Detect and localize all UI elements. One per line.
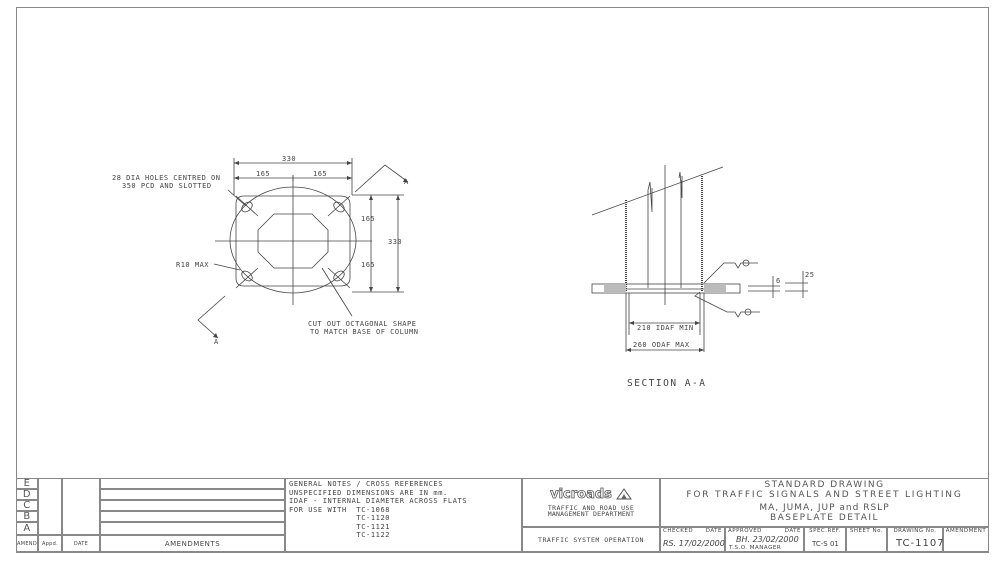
checked-value: RS. 17/02/2000 <box>663 539 725 548</box>
header-amend: AMEND <box>16 535 38 553</box>
svg-text:A: A <box>214 338 219 346</box>
title-line-4: BASEPLATE DETAIL <box>769 513 880 523</box>
drawing-no-field: DRAWING No. <box>887 527 943 553</box>
approved-value: BH. 23/02/2000 <box>736 535 799 544</box>
svg-text:25: 25 <box>805 271 814 279</box>
svg-text:165: 165 <box>256 170 270 178</box>
title-line-3: MA, JUMA, JUP and RSLP <box>759 503 890 513</box>
svg-text:330: 330 <box>388 238 402 246</box>
svg-text:CUT OUT OCTAGONAL SHAPE: CUT OUT OCTAGONAL SHAPE <box>308 320 416 328</box>
division-label: TRAFFIC SYSTEM OPERATION <box>522 527 660 553</box>
org-box: vicroads TRAFFIC AND ROAD USE MANAGEMENT… <box>522 478 660 527</box>
svg-text:330: 330 <box>282 155 296 163</box>
general-notes-box <box>285 478 522 553</box>
amend-row-c: C <box>16 500 38 511</box>
svg-text:TO MATCH BASE OF COLUMN: TO MATCH BASE OF COLUMN <box>310 328 418 336</box>
svg-text:260 ODAF MAX: 260 ODAF MAX <box>633 341 690 349</box>
appd-column <box>38 478 62 535</box>
svg-text:165: 165 <box>361 215 375 223</box>
approved-role: T.S.O. MANAGER <box>729 545 782 551</box>
svg-text:165: 165 <box>313 170 327 178</box>
svg-text:R10 MAX: R10 MAX <box>176 261 209 269</box>
general-notes: GENERAL NOTES / CROSS REFERENCES UNSPECI… <box>289 480 468 539</box>
header-appd: Appd. <box>38 535 62 553</box>
svg-text:28 DIA HOLES CENTRED ON: 28 DIA HOLES CENTRED ON <box>112 174 220 182</box>
octagon-cutout <box>257 213 329 269</box>
spec-ref-value: TC-S 01 <box>812 540 839 548</box>
date-column <box>62 478 100 535</box>
weld-hatch-left <box>604 284 626 293</box>
amendment-field: AMENDMENT <box>943 527 989 553</box>
weld-hatch-right <box>704 284 726 293</box>
header-amendments: AMENDMENTS <box>100 535 285 553</box>
amend-row-d: D <box>16 489 38 500</box>
spec-ref-field: SPEC.REF. <box>804 527 846 553</box>
svg-text:A: A <box>404 178 409 186</box>
svg-text:SECTION A-A: SECTION A-A <box>627 378 706 389</box>
drawing-no-value: TC-1107 <box>896 538 945 549</box>
svg-text:165: 165 <box>361 261 375 269</box>
drawing-title-box: STANDARD DRAWING FOR TRAFFIC SIGNALS AND… <box>660 478 989 527</box>
svg-text:6: 6 <box>776 277 781 285</box>
amend-row-a: A <box>16 522 38 535</box>
amend-row-e: E <box>16 478 38 489</box>
title-line-1: STANDARD DRAWING <box>764 480 885 490</box>
svg-text:350 PCD AND SLOTTED: 350 PCD AND SLOTTED <box>122 182 212 190</box>
vicroads-mountain-logo-icon <box>615 488 632 500</box>
header-date: DATE <box>62 535 100 553</box>
svg-text:210 IDAF MIN: 210 IDAF MIN <box>637 324 694 332</box>
title-line-2: FOR TRAFFIC SIGNALS AND STREET LIGHTING <box>686 490 963 500</box>
drawing-sheet-border <box>16 7 989 552</box>
vicroads-logo: vicroads <box>550 487 632 501</box>
amend-row-b: B <box>16 511 38 522</box>
sheet-no-field: SHEET No. <box>846 527 887 553</box>
